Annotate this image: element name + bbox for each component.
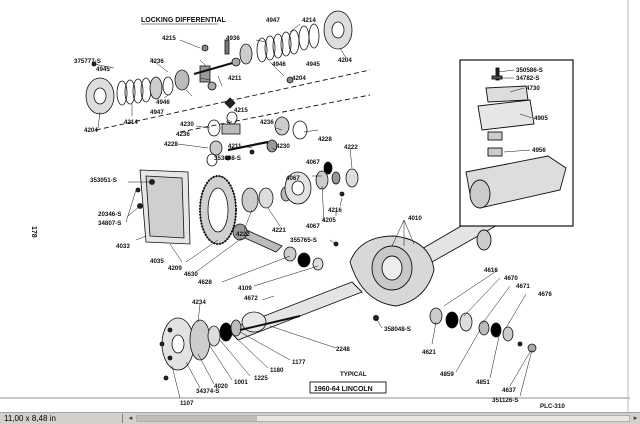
part-label: 355765-S xyxy=(290,237,317,244)
part-label: 1225 xyxy=(254,375,268,382)
part-label: 4637 xyxy=(502,387,516,394)
part-label: 34807-S xyxy=(98,220,121,227)
part-label: 4211 xyxy=(228,75,242,82)
diagram-viewer: LOCKING DIFFERENTIAL 178 xyxy=(0,0,630,412)
part-label: 4234 xyxy=(192,299,206,306)
part-label: 4947 xyxy=(266,17,280,24)
status-bar: 11,00 x 8,48 in ◂ ▸ xyxy=(0,412,640,424)
caption-model-box xyxy=(309,381,387,394)
page-number: 178 xyxy=(30,226,37,238)
part-label: 2248 xyxy=(336,346,350,353)
part-label: 4947 xyxy=(150,109,164,116)
part-label: 4236 xyxy=(260,119,274,126)
section-title: LOCKING DIFFERENTIAL xyxy=(141,17,226,24)
part-label: 4216 xyxy=(328,207,342,214)
part-label: 1107 xyxy=(180,400,194,407)
status-divider xyxy=(122,414,123,423)
part-label: 4204 xyxy=(338,57,352,64)
part-label: 4067 xyxy=(306,223,320,230)
part-label: 4215 xyxy=(234,107,248,114)
part-label: 4905 xyxy=(534,115,548,122)
page-dimensions: 11,00 x 8,48 in xyxy=(4,414,56,423)
part-label: 4630 xyxy=(184,271,198,278)
part-label: 4236 xyxy=(176,131,190,138)
part-label: 350586-S xyxy=(516,67,543,74)
right-axle-parts xyxy=(429,307,537,353)
scrollbar-thumb[interactable] xyxy=(137,416,257,421)
part-label: 4946 xyxy=(272,61,286,68)
part-label: 20346-S xyxy=(98,211,121,218)
part-label: 4670 xyxy=(504,275,518,282)
part-label: 4851 xyxy=(476,379,490,386)
locking-diff-exploded-row xyxy=(85,10,353,115)
part-label: 4222 xyxy=(236,231,250,238)
part-label: 4956 xyxy=(532,147,546,154)
caption-model: 1960-64 LINCOLN xyxy=(314,386,373,393)
part-label: 4221 xyxy=(272,227,286,234)
part-label: 4214 xyxy=(124,119,138,126)
part-label: 4205 xyxy=(322,217,336,224)
part-label: 4230 xyxy=(180,121,194,128)
part-label: 4946 xyxy=(156,99,170,106)
part-label: 358048-S xyxy=(384,326,411,333)
part-label: 4010 xyxy=(408,215,422,222)
part-labels: 4947 4214 4215 4936 375777-S 4945 4236 4… xyxy=(74,17,552,407)
part-label: 4067 xyxy=(286,175,300,182)
caption-typical: TYPICAL xyxy=(340,371,367,378)
plate-code: PLC-310 xyxy=(540,403,565,410)
part-label: 4033 xyxy=(116,243,130,250)
leader-lines xyxy=(93,23,533,399)
part-label: 4616 xyxy=(484,267,498,274)
part-label: 4671 xyxy=(516,283,530,290)
brake-hub-assembly xyxy=(159,311,301,381)
carrier-assembly xyxy=(135,161,359,271)
part-label: 375777-S xyxy=(74,58,101,65)
part-label: 353051-S xyxy=(90,177,117,184)
part-label: 4672 xyxy=(244,295,258,302)
part-label: 4621 xyxy=(422,349,436,356)
part-label: 353698-S xyxy=(214,155,241,162)
part-label: 4215 xyxy=(162,35,176,42)
part-label: 4067 xyxy=(306,159,320,166)
part-label: 4109 xyxy=(238,285,252,292)
part-label: 4676 xyxy=(538,291,552,298)
scroll-left-arrow-icon[interactable]: ◂ xyxy=(128,415,133,422)
part-label: 4204 xyxy=(292,75,306,82)
part-label: 4228 xyxy=(164,141,178,148)
part-label: 4209 xyxy=(168,265,182,272)
part-label: 4020 xyxy=(214,383,228,390)
part-label: 4945 xyxy=(306,61,320,68)
part-label: 4222 xyxy=(344,144,358,151)
inset-panel xyxy=(459,59,574,227)
part-label: 4628 xyxy=(198,279,212,286)
part-label: 1001 xyxy=(234,379,248,386)
part-label: 4035 xyxy=(150,258,164,265)
standard-diff-parts xyxy=(206,111,308,167)
part-label: 4936 xyxy=(226,35,240,42)
part-label: 4230 xyxy=(276,143,290,150)
part-label: 34374-S xyxy=(196,388,219,395)
parts-diagram: LOCKING DIFFERENTIAL 178 xyxy=(0,0,630,412)
part-label: 4214 xyxy=(302,17,316,24)
part-label: 4859 xyxy=(440,371,454,378)
part-label: 4228 xyxy=(318,136,332,143)
part-label: 351126-S xyxy=(492,397,519,404)
part-label: 4211 xyxy=(228,143,242,150)
part-label: 1177 xyxy=(292,359,306,366)
part-label: 4945 xyxy=(96,66,110,73)
part-label: 34782-S xyxy=(516,75,539,82)
scroll-right-arrow-icon[interactable]: ▸ xyxy=(633,415,638,422)
part-label: 4236 xyxy=(150,58,164,65)
part-label: 1180 xyxy=(270,367,284,374)
part-label: 4204 xyxy=(84,127,98,134)
part-label: 4730 xyxy=(526,85,540,92)
horizontal-scrollbar[interactable] xyxy=(136,415,630,422)
